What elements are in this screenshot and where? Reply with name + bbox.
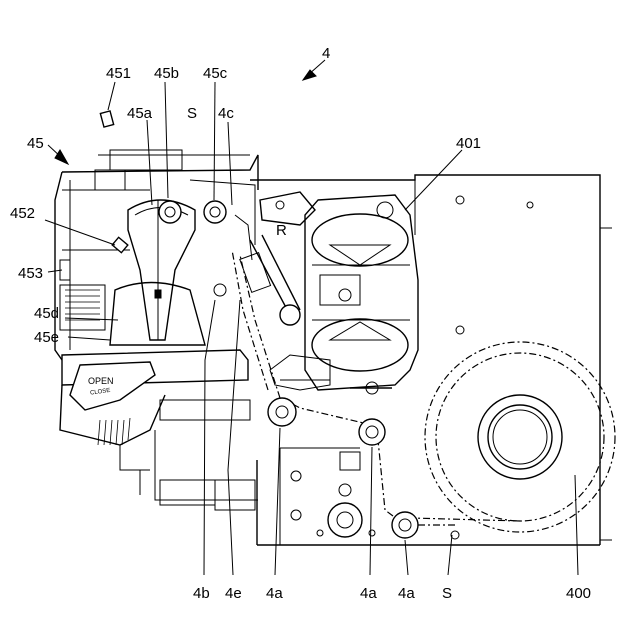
label-r: R [276, 222, 287, 239]
label-45a: 45a [127, 105, 153, 122]
label-4e: 4e [225, 585, 242, 602]
label-45: 45 [27, 135, 44, 152]
label-45d: 45d [34, 305, 59, 322]
label-45e: 45e [34, 329, 59, 346]
label-451: 451 [106, 65, 131, 82]
label-453: 453 [18, 265, 43, 282]
reference-labels: 4 451 45b 45c 45a S 4c 45 401 452 R 453 … [10, 45, 591, 602]
feed-roller-4a-middle [359, 419, 385, 445]
label-45c: 45c [203, 65, 228, 82]
label-4: 4 [322, 45, 330, 62]
label-4b: 4b [193, 585, 210, 602]
print-head-45a [110, 200, 205, 345]
supply-roll [425, 342, 615, 532]
label-4a-1: 4a [266, 585, 283, 602]
label-401: 401 [456, 135, 481, 152]
label-s-bottom: S [442, 585, 452, 602]
ribbon-cassette [305, 195, 418, 394]
label-452: 452 [10, 205, 35, 222]
label-45b: 45b [154, 65, 179, 82]
lever-arm [214, 192, 330, 390]
drive-plate [280, 448, 375, 545]
feed-roller-4a-left [268, 398, 296, 426]
label-4c: 4c [218, 105, 234, 122]
leader-lines [45, 60, 578, 575]
label-400: 400 [566, 585, 591, 602]
label-open: OPEN [88, 376, 114, 386]
label-4a-3: 4a [398, 585, 415, 602]
label-s-top: S [187, 105, 197, 122]
sensor-451 [100, 111, 113, 127]
feed-roller-4a-right [392, 512, 418, 538]
label-4a-2: 4a [360, 585, 377, 602]
